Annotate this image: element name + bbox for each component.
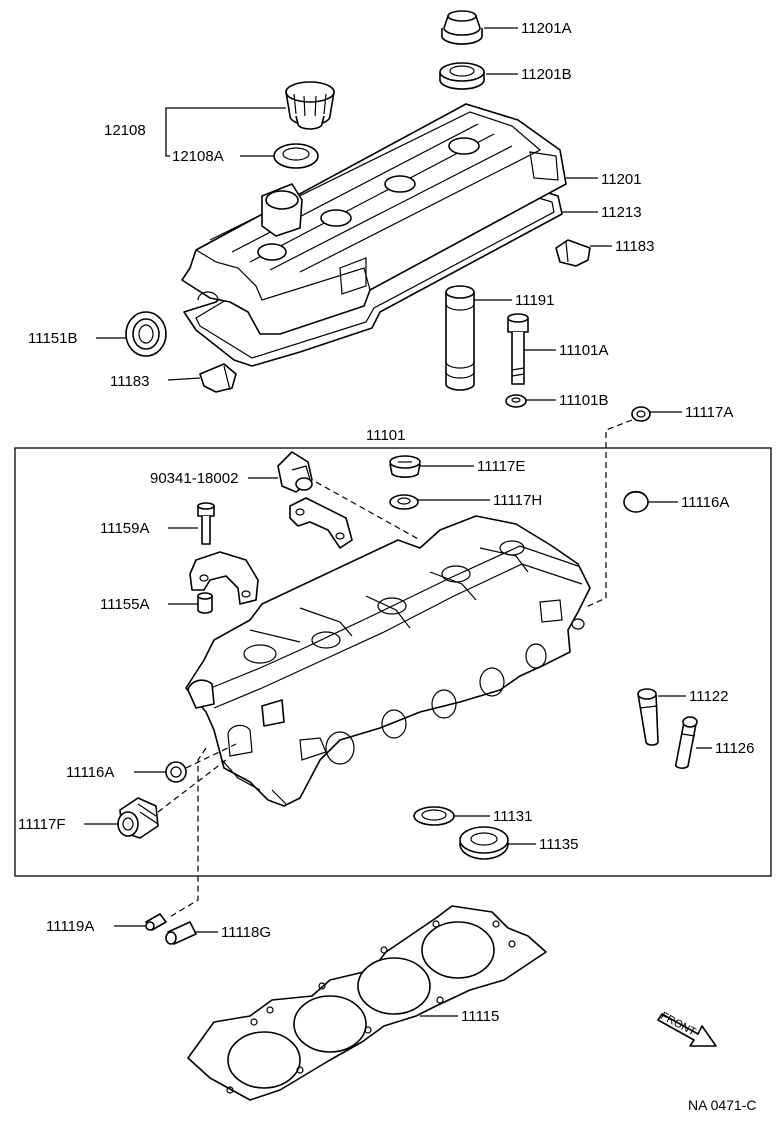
valve-guide-part bbox=[674, 716, 698, 769]
label-11115: 11115 bbox=[461, 1008, 499, 1025]
cylinder-head-gasket-part bbox=[187, 905, 547, 1101]
label-11117a: 11117A bbox=[685, 404, 733, 421]
filler-cap-gasket-part bbox=[273, 143, 319, 169]
label-90341-18002: 90341-18002 bbox=[150, 470, 238, 487]
label-11135: 11135 bbox=[539, 836, 579, 853]
label-11101a: 11101A bbox=[559, 342, 609, 359]
label-11201a: 11201A bbox=[521, 20, 572, 37]
label-11183-right: 11183 bbox=[615, 238, 655, 255]
label-11201: 11201 bbox=[601, 171, 642, 188]
gasket-11131-part bbox=[413, 806, 455, 826]
plug-11117a-part bbox=[631, 406, 651, 422]
spark-plug-tube-part bbox=[445, 285, 475, 391]
plug-11116a-right-part bbox=[623, 490, 649, 513]
label-11191: 11191 bbox=[515, 292, 555, 309]
label-11183-left: 11183 bbox=[110, 373, 150, 390]
half-moon-plug-right-part bbox=[555, 239, 591, 267]
label-11151b: 11151B bbox=[28, 330, 78, 347]
part-number-labels: 11201A 11201B 12108 12108A 11201 11213 1… bbox=[18, 20, 756, 1113]
plug-11117f-part bbox=[117, 797, 159, 839]
half-moon-plug-left-part bbox=[199, 363, 237, 393]
label-11101b: 11101B bbox=[559, 392, 609, 409]
dowel-pin-11118g-part bbox=[165, 921, 197, 945]
cylinder-head-subassembly-frame bbox=[14, 447, 772, 877]
oil-seal-part bbox=[125, 311, 167, 357]
cylinder-head-cover-part bbox=[181, 103, 567, 335]
bearing-cap-bolt-part bbox=[197, 502, 215, 545]
valve-guide-bushing-part bbox=[637, 688, 659, 746]
label-11155a: 11155A bbox=[100, 596, 150, 613]
label-12108a: 12108A bbox=[172, 148, 224, 165]
cylinder-head-part bbox=[185, 515, 591, 807]
leader-lines bbox=[84, 27, 712, 1017]
label-11159a: 11159A bbox=[100, 520, 150, 537]
oil-filler-cap-part bbox=[285, 81, 335, 130]
label-11116a-right: 11116A bbox=[681, 494, 729, 511]
seal-11135-part bbox=[459, 826, 509, 860]
label-11101: 11101 bbox=[366, 427, 406, 444]
label-11117f: 11117F bbox=[18, 816, 66, 833]
gasket-11117h-part bbox=[389, 494, 419, 510]
label-11213: 11213 bbox=[601, 204, 642, 221]
label-11116a-left: 11116A bbox=[66, 764, 114, 781]
cap-nut-part bbox=[441, 10, 483, 45]
bearing-cap-with-pin-part bbox=[189, 551, 259, 605]
camshaft-bearing-cap-part bbox=[289, 497, 353, 549]
label-11117h: 11117H bbox=[493, 492, 542, 509]
washer-part bbox=[505, 394, 527, 408]
label-11117e: 11117E bbox=[477, 458, 525, 475]
dowel-pin-11155a-part bbox=[197, 592, 213, 614]
diagram-code: NA 0471-C bbox=[688, 1097, 756, 1113]
label-11118g: 11118G bbox=[221, 924, 271, 941]
stud-bolt-part bbox=[507, 313, 529, 385]
label-11126: 11126 bbox=[715, 740, 755, 757]
label-12108: 12108 bbox=[104, 122, 146, 139]
label-11119a: 11119A bbox=[46, 918, 94, 935]
cap-11117e-part bbox=[389, 455, 421, 478]
plug-90341-part bbox=[277, 451, 313, 493]
front-direction-arrow: FRONT bbox=[657, 1010, 717, 1047]
label-11131: 11131 bbox=[493, 808, 533, 825]
grommet-part bbox=[439, 62, 485, 90]
plug-11116a-left-part bbox=[165, 761, 187, 783]
label-11201b: 11201B bbox=[521, 66, 572, 83]
dowel-pin-11119a-part bbox=[145, 913, 167, 931]
label-11122: 11122 bbox=[689, 688, 729, 705]
